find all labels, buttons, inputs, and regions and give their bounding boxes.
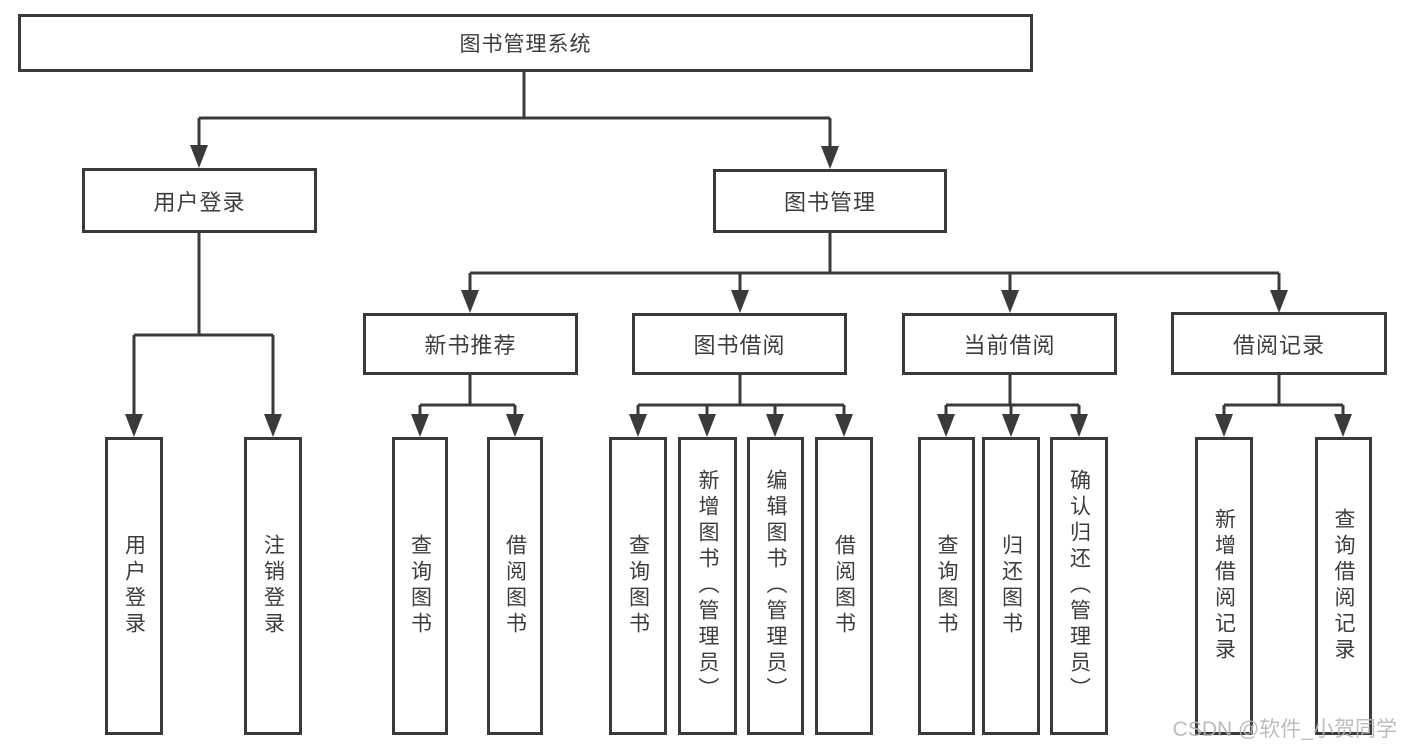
node-confirm-return-admin: 确认归还（管理员）	[1050, 437, 1108, 735]
node-borrowing-records: 借阅记录	[1171, 312, 1387, 375]
node-user-login-leaf: 用户登录	[105, 437, 163, 735]
node-borrow-books-recommend: 借阅图书	[487, 437, 543, 735]
node-edit-book-admin: 编辑图书（管理员）	[747, 437, 804, 735]
connector-borrowing-records-to-leaves	[1215, 375, 1352, 437]
node-label: 图书借阅	[693, 333, 786, 358]
node-label: 新增借阅记录	[1212, 508, 1236, 664]
node-label: 确认归还（管理员）	[1067, 469, 1091, 703]
node-query-books-current: 查询图书	[918, 437, 975, 735]
node-new-book-recommend: 新书推荐	[363, 313, 578, 375]
node-return-book: 归还图书	[982, 437, 1040, 735]
node-query-borrow-record: 查询借阅记录	[1315, 437, 1372, 735]
node-label: 用户登录	[122, 534, 146, 638]
connector-book-management-to-level3	[461, 233, 1288, 313]
connector-root-to-level2	[190, 72, 839, 169]
node-label: 查询图书	[626, 534, 650, 638]
node-label: 图书管理	[783, 190, 876, 215]
node-label: 注销登录	[261, 534, 285, 638]
node-current-borrowing: 当前借阅	[902, 313, 1117, 375]
connector-user-login-to-leaves	[125, 233, 282, 437]
node-label: 新增图书（管理员）	[696, 469, 719, 703]
node-logout: 注销登录	[244, 437, 302, 735]
node-user-login-branch: 用户登录	[82, 168, 317, 233]
node-borrow-books-leaf: 借阅图书	[815, 437, 873, 735]
node-label: 归还图书	[999, 534, 1023, 638]
node-query-books-borrowing: 查询图书	[609, 437, 667, 735]
node-label: 借阅图书	[503, 534, 527, 638]
csdn-watermark: CSDN @软件_小贺同学	[1172, 718, 1397, 741]
node-add-book-admin: 新增图书（管理员）	[678, 437, 737, 735]
node-label: 编辑图书（管理员）	[764, 469, 787, 703]
node-book-borrowing: 图书借阅	[632, 313, 847, 375]
node-label: 借阅图书	[832, 534, 856, 638]
connector-current-borrowing-to-leaves	[937, 375, 1088, 437]
node-label: 借阅记录	[1232, 332, 1325, 358]
node-label: 查询借阅记录	[1332, 508, 1355, 664]
node-book-management: 图书管理	[713, 169, 947, 233]
node-library-management-system: 图书管理系统	[18, 14, 1033, 72]
node-label: 查询图书	[408, 534, 432, 638]
node-label: 当前借阅	[963, 333, 1056, 358]
node-label: 用户登录	[153, 189, 246, 215]
node-label: 查询图书	[935, 534, 958, 638]
connector-book-borrowing-to-leaves	[629, 375, 853, 437]
node-query-books-recommend: 查询图书	[392, 437, 448, 735]
node-label: 图书管理系统	[459, 33, 592, 56]
node-label: 新书推荐	[424, 333, 517, 358]
node-add-borrow-record: 新增借阅记录	[1195, 437, 1253, 735]
connector-new-book-to-leaves	[411, 375, 524, 437]
